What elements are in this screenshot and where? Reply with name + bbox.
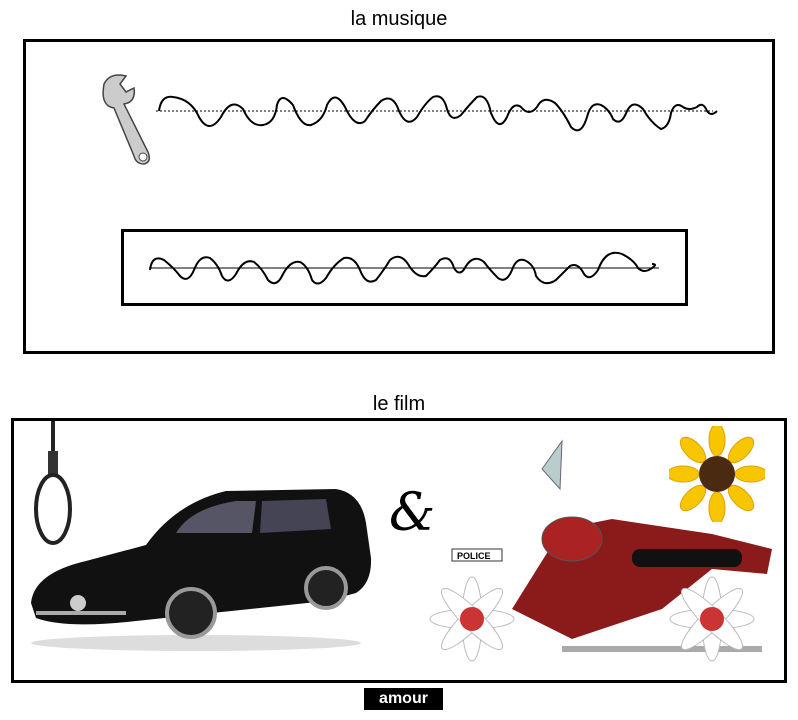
police-plate-text: POLICE: [457, 551, 491, 561]
film-panel: & POLICE: [11, 418, 787, 683]
music-waveform-bottom: [149, 251, 659, 285]
noose-icon: [34, 421, 72, 545]
daisy-front-wheel: [429, 576, 515, 662]
sunflower-image: [669, 426, 765, 522]
daisy-rear-wheel: [669, 576, 755, 662]
music-title: la musique: [350, 8, 448, 30]
music-waveform-top: [156, 95, 718, 132]
ampersand-text: &: [389, 483, 436, 543]
film-title: le film: [372, 393, 426, 415]
music-panel: [23, 39, 775, 354]
caption-label: amour: [364, 688, 443, 710]
black-car-image: [31, 489, 372, 651]
music-inner-panel: [121, 229, 688, 306]
wrench-icon: [102, 74, 151, 165]
police-motorcycle-image: POLICE: [429, 439, 772, 662]
